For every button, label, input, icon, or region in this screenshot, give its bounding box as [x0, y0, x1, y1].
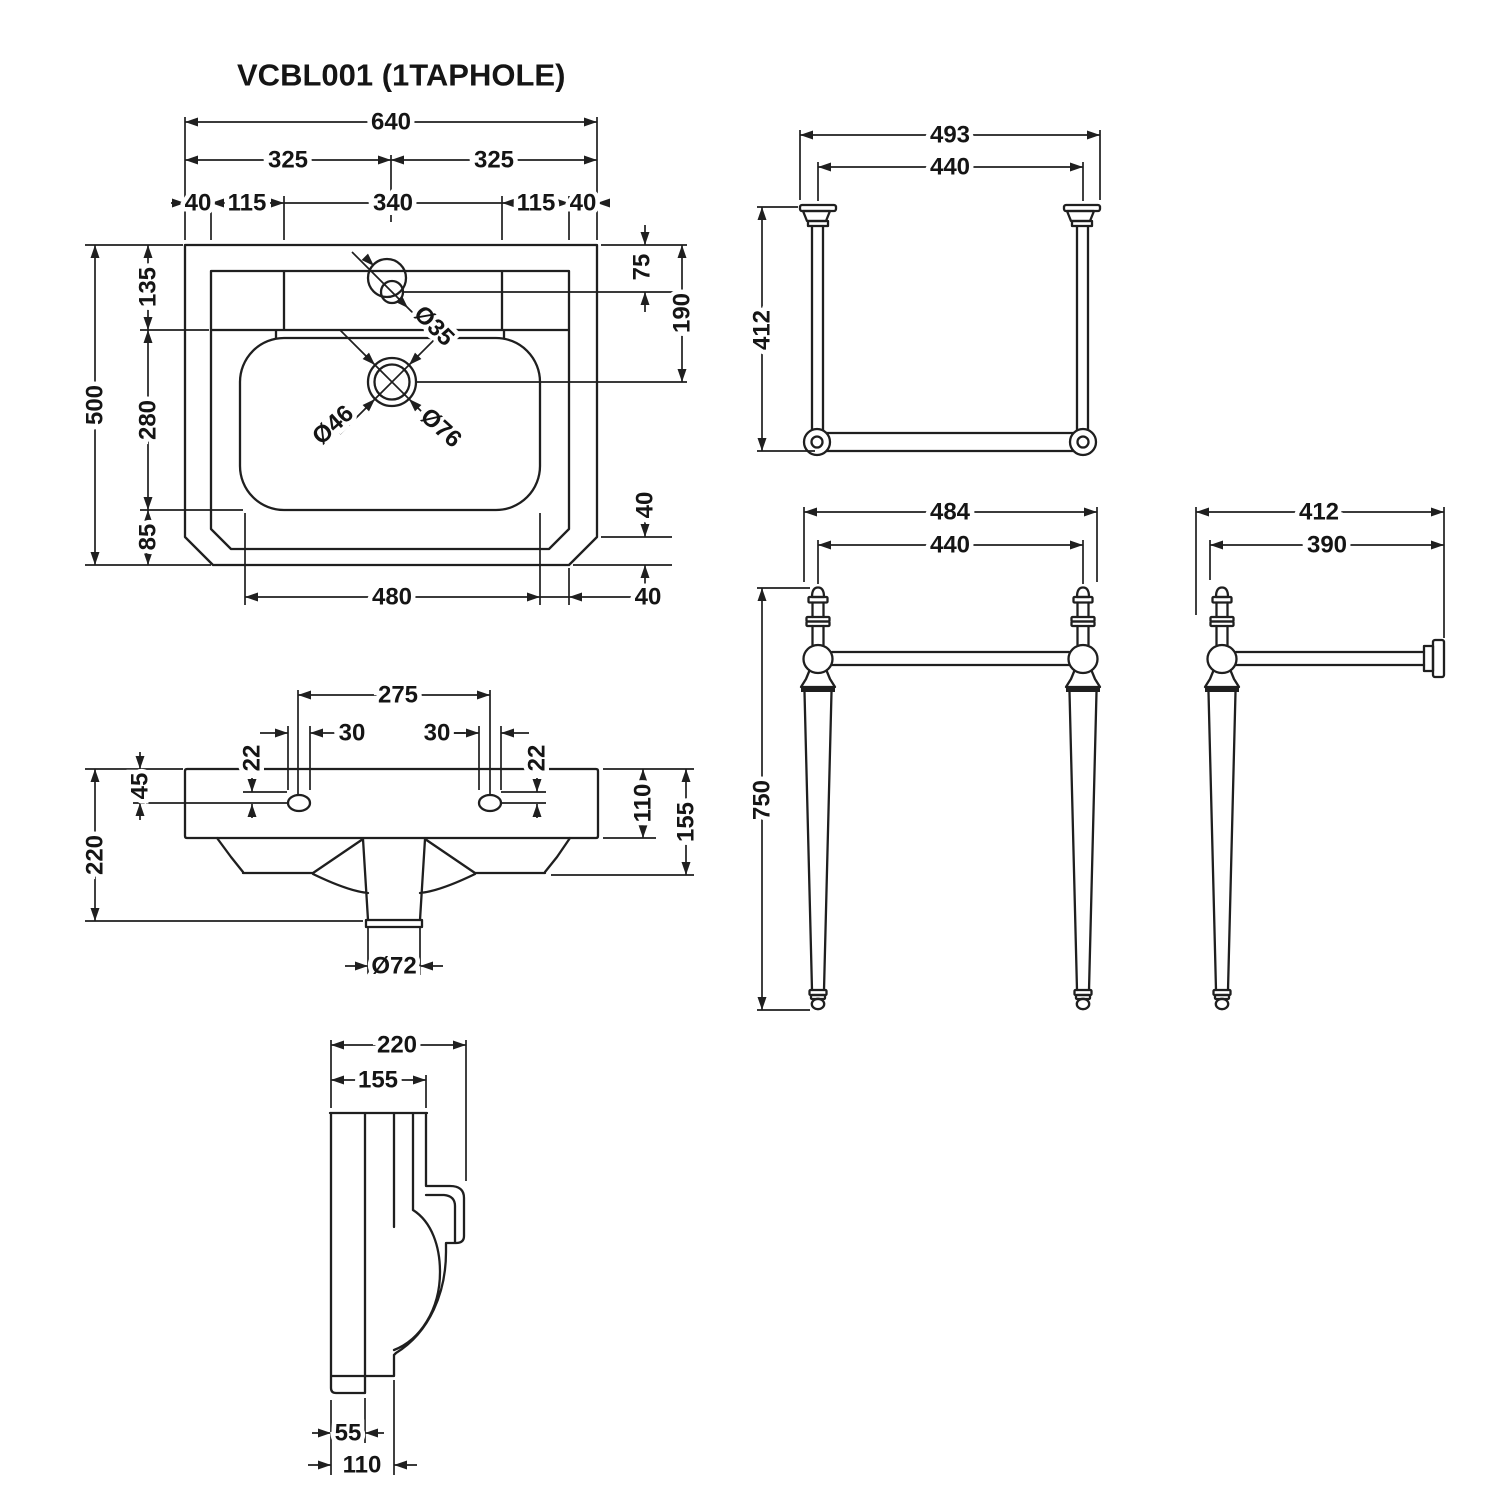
- front-dim-fixing-centres: 275: [378, 682, 418, 709]
- standfront-dim-overall-height: 750: [749, 780, 776, 820]
- standfront-dim-overall-width: 484: [930, 499, 971, 526]
- basin-plan-outline: [183, 243, 599, 567]
- side-dim-total-depth: 220: [377, 1032, 417, 1059]
- plan-dim-waste-outer-dia: Ø76: [415, 403, 467, 453]
- plan-dim-centre-right: 325: [474, 147, 514, 174]
- side-dim-back-width: 55: [335, 1420, 362, 1447]
- washstand-top-rails: [801, 209, 1096, 453]
- side-dim-rim-depth: 155: [358, 1067, 398, 1094]
- standfront-dim-leg-centres: 440: [930, 532, 970, 559]
- plan-extension-lines: [85, 117, 687, 605]
- standtop-extension-lines: [757, 130, 1101, 452]
- front-extension-lines: [85, 690, 694, 975]
- waste-outlet-inner: [373, 363, 411, 401]
- leg-socket-right: [1068, 427, 1098, 457]
- standfront-extension-lines: [757, 507, 1098, 1011]
- basin-bowl: [238, 336, 542, 512]
- basin-front-view: 275 30 30 22 22 45 220 110 155 Ø72: [77, 677, 704, 984]
- plan-dim-taphole-dia: Ø35: [408, 300, 459, 351]
- wall-bracket-plate: [1431, 638, 1446, 679]
- plan-dim-offset-left: 115: [228, 190, 267, 217]
- basin-front-outline: [183, 767, 600, 922]
- towel-rail-side: [1234, 650, 1426, 667]
- plan-dim-front-depth: 85: [135, 524, 162, 551]
- side-extension-lines: [330, 1040, 467, 1475]
- towel-rail-front: [830, 650, 1071, 667]
- front-dim-outlet-dia: Ø72: [371, 953, 416, 980]
- front-dim-slot-width-left: 30: [339, 720, 366, 747]
- leg-socket-right-inner: [1076, 435, 1090, 449]
- plan-dim-tap-deck: 340: [373, 190, 413, 217]
- basin-plan-view: 640 325 325 40 115 340 115 40 500 135 28…: [77, 104, 700, 615]
- front-dim-slot-height-left: 22: [239, 745, 266, 772]
- waste-pipe-end: [364, 918, 424, 929]
- fixing-hole-left: [286, 793, 312, 813]
- fixing-hole-right: [477, 793, 503, 813]
- plan-dim-offset-right: 115: [517, 190, 556, 217]
- standtop-dim-overall-depth: 412: [749, 310, 776, 350]
- plan-dim-taphole-centre: 75: [629, 254, 656, 281]
- plan-dim-waste-inner-dia: Ø46: [307, 400, 359, 450]
- front-dim-rim-height: 110: [630, 784, 657, 823]
- washstand-leg-right: [1064, 586, 1102, 1011]
- front-dim-fixing-drop: 45: [127, 773, 154, 800]
- front-dim-skirt-height: 155: [673, 802, 700, 842]
- basin-side-view: 220 155 55 110: [308, 1027, 467, 1483]
- front-dim-slot-width-right: 30: [424, 720, 451, 747]
- plan-arrowheads: [172, 198, 610, 412]
- plan-dim-centre-left: 325: [268, 147, 308, 174]
- plan-dim-waste-centre: 190: [669, 293, 696, 333]
- standside-dim-overall-depth: 412: [1299, 499, 1339, 526]
- washstand-front-view: 484 440 750: [744, 494, 1102, 1011]
- front-dim-slot-height-right: 22: [524, 745, 551, 772]
- standside-dim-rail-length: 390: [1307, 532, 1347, 559]
- washstand-leg-side: [1203, 586, 1241, 1011]
- drawing-title: VCBL001 (1TAPHOLE): [237, 58, 565, 93]
- plan-dim-edge-right: 40: [570, 190, 597, 217]
- plan-dim-overall-width: 640: [371, 109, 411, 136]
- leg-socket-left: [802, 427, 832, 457]
- plan-dim-back-depth: 135: [135, 267, 162, 307]
- standtop-dim-overall-width: 493: [930, 122, 970, 149]
- standtop-dim-leg-centres: 440: [930, 154, 970, 181]
- plan-dim-edge-left: 40: [185, 190, 212, 217]
- washstand-leg-left: [799, 586, 837, 1011]
- plan-dim-bowl-width: 480: [372, 584, 412, 611]
- flange-collar-right: [1070, 219, 1094, 228]
- wall-bracket-neck: [1422, 644, 1435, 673]
- plan-dim-corner-drop: 40: [632, 492, 659, 519]
- flange-collar-left: [806, 219, 830, 228]
- basin-side-outline: [328, 1111, 466, 1395]
- side-dim-base-width: 110: [343, 1452, 382, 1479]
- plan-dim-corner-inset: 40: [635, 584, 662, 611]
- plan-dim-bowl-depth: 280: [135, 400, 162, 440]
- leg-socket-left-inner: [810, 435, 824, 449]
- front-dim-total-height: 220: [82, 835, 109, 875]
- washstand-side-view: 412 390: [1195, 494, 1446, 1011]
- tap-platform-recess: [366, 257, 408, 299]
- plan-dim-overall-depth: 500: [82, 385, 109, 425]
- washstand-top-view: 493 440 412: [744, 117, 1102, 457]
